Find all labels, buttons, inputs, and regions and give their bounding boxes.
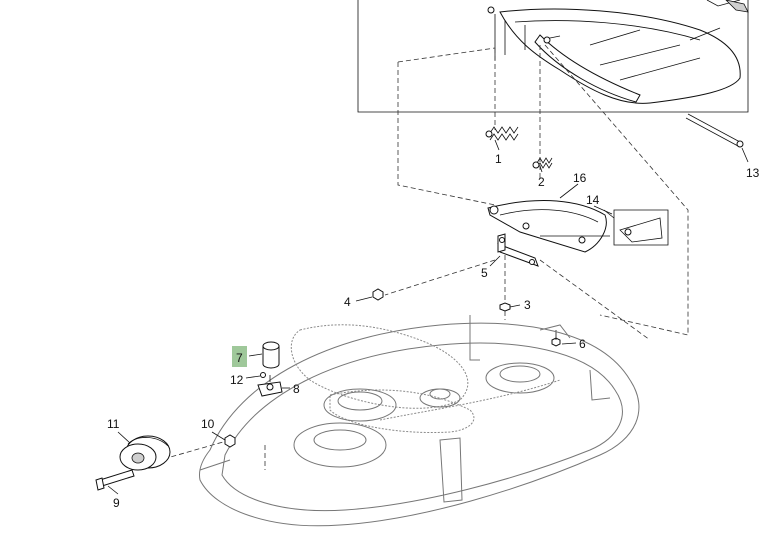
pin-13 [685,113,744,148]
bracket-5 [497,233,539,267]
roller-assembly [232,341,283,397]
callout-8: 8 [293,382,300,396]
callout-3: 3 [524,298,531,312]
callout-labels: 1 2 3 4 5 6 7 8 9 10 11 12 13 14 16 [107,152,760,510]
callout-5: 5 [481,266,488,280]
spring-2 [532,157,553,169]
fasteners [372,288,561,347]
callout-9: 9 [113,496,120,510]
spring-1 [485,126,519,141]
callout-12: 12 [230,373,244,387]
bracket-16 [487,200,610,253]
callout-10: 10 [201,417,215,431]
callout-6: 6 [579,337,586,351]
callout-leaders [107,139,749,495]
chute-inset [357,0,749,113]
callout-11: 11 [107,417,120,431]
mower-deck [199,315,640,527]
callout-14: 14 [586,193,600,207]
wheel-11 [119,435,171,471]
callout-2: 2 [538,175,545,189]
dashed-leaders [159,44,689,470]
callout-7-highlight [232,346,247,367]
callout-16: 16 [573,171,587,185]
callout-7: 7 [236,351,243,365]
callout-4: 4 [344,295,351,309]
callout-13: 13 [746,166,760,180]
nut-10 [224,434,236,448]
bolt-9 [95,469,135,491]
inset-14 [603,209,669,246]
callout-1: 1 [495,152,502,166]
